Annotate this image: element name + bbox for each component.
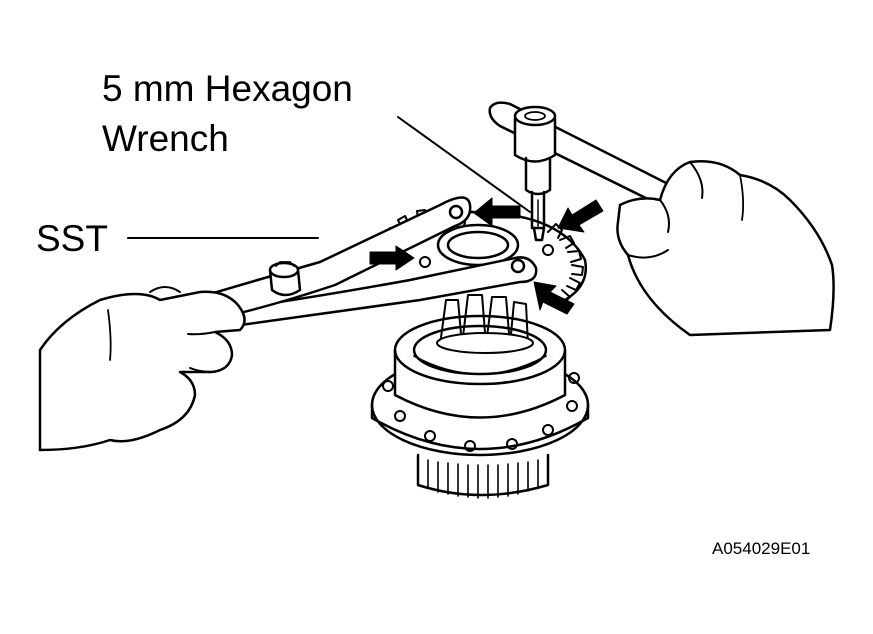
figure-code: A054029E01: [712, 539, 811, 558]
wrench-label-line2: Wrench: [102, 118, 229, 159]
leader-lines: [127, 116, 531, 239]
pointer-arrows: [369, 197, 604, 315]
sst-spanner: [188, 196, 538, 332]
right-hand: [616, 160, 835, 337]
differential-case: [370, 294, 590, 499]
left-hand: [38, 286, 246, 452]
wrench-leader: [397, 116, 531, 213]
wrench-label-line1: 5 mm Hexagon: [102, 68, 353, 109]
sst-label: SST: [36, 218, 108, 259]
